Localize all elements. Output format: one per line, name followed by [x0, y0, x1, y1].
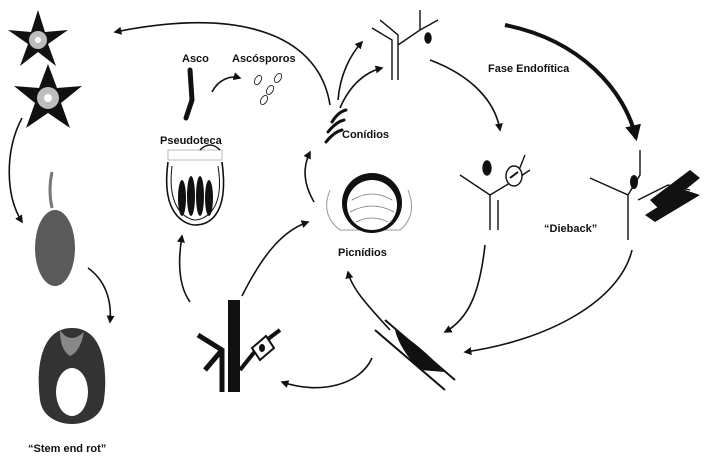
arrow-endophytic-to-twig	[443, 244, 486, 333]
twig-lesion-illustration	[374, 319, 456, 391]
arrow-conidia-to-branch-1	[337, 40, 364, 101]
conidia-illustration	[324, 108, 348, 144]
fruit-illustration	[35, 171, 75, 286]
arrow-twig-to-pycnidium	[241, 220, 310, 297]
arrow-conidia-to-branch-2	[339, 65, 384, 109]
flowers-illustration	[8, 10, 82, 128]
arrow-twig-to-pycnidia	[345, 270, 391, 331]
label-stem-end-rot: “Stem end rot”	[28, 443, 106, 455]
arrow-pseudotecium-to-asco	[211, 72, 242, 93]
branch-endophytic-illustration	[459, 154, 531, 230]
asco-illustration	[183, 67, 195, 121]
stem-end-rot-illustration	[38, 328, 106, 424]
ascospores-illustration	[253, 73, 283, 105]
cycle-arrows	[8, 22, 633, 389]
label-conidios: Conídios	[342, 129, 389, 141]
label-ascosporos: Ascósporos	[232, 53, 296, 65]
pycnidium-illustration	[326, 173, 413, 233]
pseudotecium-illustration	[165, 144, 225, 226]
label-asco: Asco	[182, 53, 209, 65]
twig-bottom-illustration	[196, 300, 282, 392]
label-dieback: “Dieback”	[544, 223, 597, 235]
arrow-to-dieback	[504, 23, 641, 142]
arrow-pycnidium-to-conidia	[303, 150, 315, 203]
branch-dieback-illustration	[589, 150, 700, 240]
arrow-twig-to-pseudotecium	[177, 234, 191, 303]
arrow-fruit-to-rot	[87, 267, 115, 324]
label-fase-endofitica: Fase Endofítica	[488, 63, 570, 75]
arrow-flowers-to-fruit	[8, 117, 23, 224]
label-picnidios: Picnídios	[338, 247, 387, 259]
branch-top-illustration	[371, 10, 439, 80]
arrow-dieback-to-twig	[463, 249, 633, 356]
arrow-twig-to-lower-twig	[280, 357, 373, 389]
arrow-branch-to-endophytic	[429, 59, 503, 132]
arrow-branch-to-flowers	[113, 22, 331, 106]
label-pseudoteca: Pseudoteca	[160, 135, 223, 147]
